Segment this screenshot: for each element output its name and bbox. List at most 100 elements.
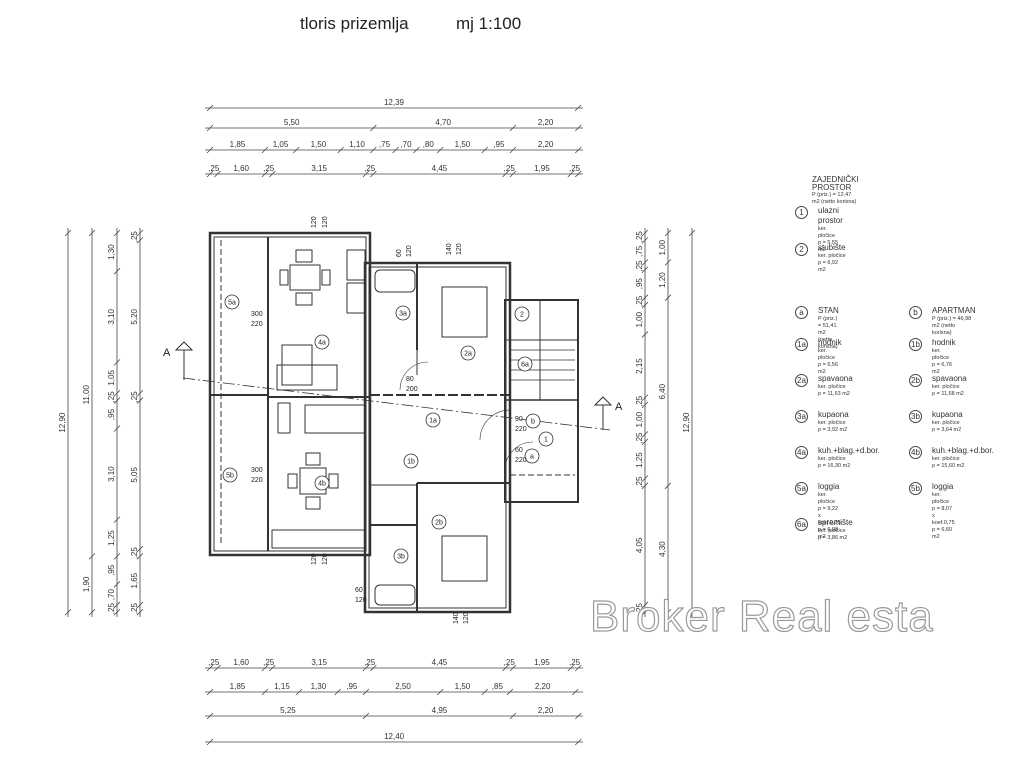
dimension-label: 1,30 bbox=[107, 244, 116, 260]
dimension-label: ,25 bbox=[263, 658, 275, 667]
legend-area: p = 3,64 m2 bbox=[932, 427, 962, 433]
legend-floor: ker. pločice bbox=[932, 420, 960, 426]
room-label: 1 bbox=[544, 437, 548, 444]
bathtub-3a bbox=[374, 269, 416, 293]
legend-area: p = 9,22 x koef.0,75 bbox=[818, 506, 841, 526]
legend-marker: 6a bbox=[795, 518, 808, 531]
dimension-label: ,95 bbox=[107, 408, 116, 420]
opening-dimension: 120 bbox=[456, 243, 463, 255]
legend-area: p = 3,92 m2 bbox=[818, 427, 848, 433]
room-label: 2 bbox=[520, 312, 524, 319]
dimension-label: 12,40 bbox=[384, 732, 405, 741]
dimension-label: 12,39 bbox=[384, 98, 405, 107]
wall-annex bbox=[504, 299, 579, 503]
opening-dimension: 60 bbox=[355, 587, 363, 594]
dimension-label: 11,00 bbox=[82, 384, 91, 404]
dimension-label: 1,85 bbox=[230, 140, 246, 149]
legend-room-name: hodnik bbox=[932, 338, 956, 347]
opening-dimension: 200 bbox=[406, 386, 418, 393]
wall-right-block bbox=[363, 261, 512, 614]
room-marker bbox=[517, 356, 533, 372]
dimension-label: ,25 bbox=[635, 432, 644, 444]
legend-marker: 1a bbox=[795, 338, 808, 351]
dimension-label: 1,05 bbox=[273, 140, 289, 149]
room-label: 1b bbox=[407, 459, 415, 466]
dimension-label: ,25 bbox=[364, 164, 376, 173]
opening-dimension: 300 bbox=[251, 311, 263, 318]
dimension-label: ,80 bbox=[423, 140, 435, 149]
legend-room-name: loggia bbox=[932, 482, 954, 491]
room-label: 5a bbox=[228, 300, 236, 307]
dimension-label: 1,50 bbox=[455, 682, 471, 691]
dimension-label: 1,00 bbox=[635, 311, 644, 327]
legend-area: p = 6,56 m2 bbox=[818, 362, 839, 375]
legend-floor: ker. pločice bbox=[932, 492, 950, 505]
dimension-label: ,25 bbox=[107, 391, 116, 403]
dimension-label: ,70 bbox=[107, 589, 116, 601]
legend-marker: 1b bbox=[909, 338, 922, 351]
dimension-label: 4,95 bbox=[432, 706, 448, 715]
legend-area: p = 6,92 m2 bbox=[818, 260, 839, 273]
legend-marker: 3b bbox=[909, 410, 922, 423]
legend-marker: 5a bbox=[795, 482, 808, 495]
room-marker bbox=[425, 412, 441, 428]
room-marker bbox=[525, 413, 541, 429]
legend-area-net: p = 6,98 m2 bbox=[818, 527, 839, 540]
legend-floor: ker. pločice bbox=[932, 348, 950, 361]
legend-room-name: kupaona bbox=[818, 410, 849, 419]
opening-dimension: 120 bbox=[322, 216, 329, 228]
dimension-label: 4,45 bbox=[432, 164, 448, 173]
bathtub-3b bbox=[374, 584, 416, 606]
dimension-label: ,75 bbox=[379, 140, 391, 149]
opening-dimension: 80 bbox=[406, 376, 414, 383]
dimension-label: 2,50 bbox=[395, 682, 411, 691]
opening-dimension: 220 bbox=[251, 321, 263, 328]
dimension-label: 4,30 bbox=[658, 541, 667, 557]
legend-room-name: kuh.+blag.+d.bor. bbox=[818, 446, 880, 455]
bed-2a bbox=[441, 286, 488, 338]
legend-marker: 3a bbox=[795, 410, 808, 423]
dimension-label: 1,00 bbox=[635, 411, 644, 427]
dimension-label: 1,60 bbox=[233, 164, 249, 173]
dimension-label: 3,15 bbox=[311, 164, 327, 173]
room-label: 3b bbox=[397, 554, 405, 561]
dimension-label: ,25 bbox=[504, 658, 516, 667]
legend-marker: 4a bbox=[795, 446, 808, 459]
dimension-label: 6,40 bbox=[658, 383, 667, 399]
legend-floor: ker. pločice bbox=[818, 226, 836, 239]
legend-floor: ker. pločice bbox=[818, 384, 846, 390]
dimension-label: ,70 bbox=[400, 140, 412, 149]
room-marker bbox=[514, 306, 530, 322]
bed-2b bbox=[441, 535, 488, 582]
room-marker bbox=[524, 448, 540, 464]
opening-dimension: 140 bbox=[453, 612, 460, 624]
opening-dimension: 300 bbox=[251, 467, 263, 474]
legend-marker: 2b bbox=[909, 374, 922, 387]
dimension-label: ,25 bbox=[263, 164, 275, 173]
legend-floor: ker. pločice bbox=[818, 253, 846, 259]
legend-area: p = 15,60 m2 bbox=[932, 463, 965, 469]
legend-area: p = 5,55 m2 bbox=[818, 240, 839, 253]
room-marker bbox=[403, 453, 419, 469]
dimension-label: 4,05 bbox=[635, 537, 644, 553]
dining-table-a bbox=[289, 264, 321, 291]
dimension-label: 5,05 bbox=[130, 466, 139, 482]
dimension-label: 1,15 bbox=[274, 682, 290, 691]
legend-floor: ker. pločice bbox=[932, 456, 960, 462]
dimension-label: 1,65 bbox=[130, 572, 139, 588]
dimension-label: ,95 bbox=[493, 140, 505, 149]
legend-common-title: ZAJEDNIČKI PROSTOR bbox=[812, 175, 859, 192]
room-marker bbox=[395, 305, 411, 321]
dimension-label: 5,50 bbox=[284, 118, 300, 127]
dimension-label: 1,25 bbox=[635, 452, 644, 468]
dimension-label: 3,15 bbox=[311, 658, 327, 667]
dimension-label: ,25 bbox=[569, 164, 581, 173]
dimension-label: 1,50 bbox=[455, 140, 471, 149]
